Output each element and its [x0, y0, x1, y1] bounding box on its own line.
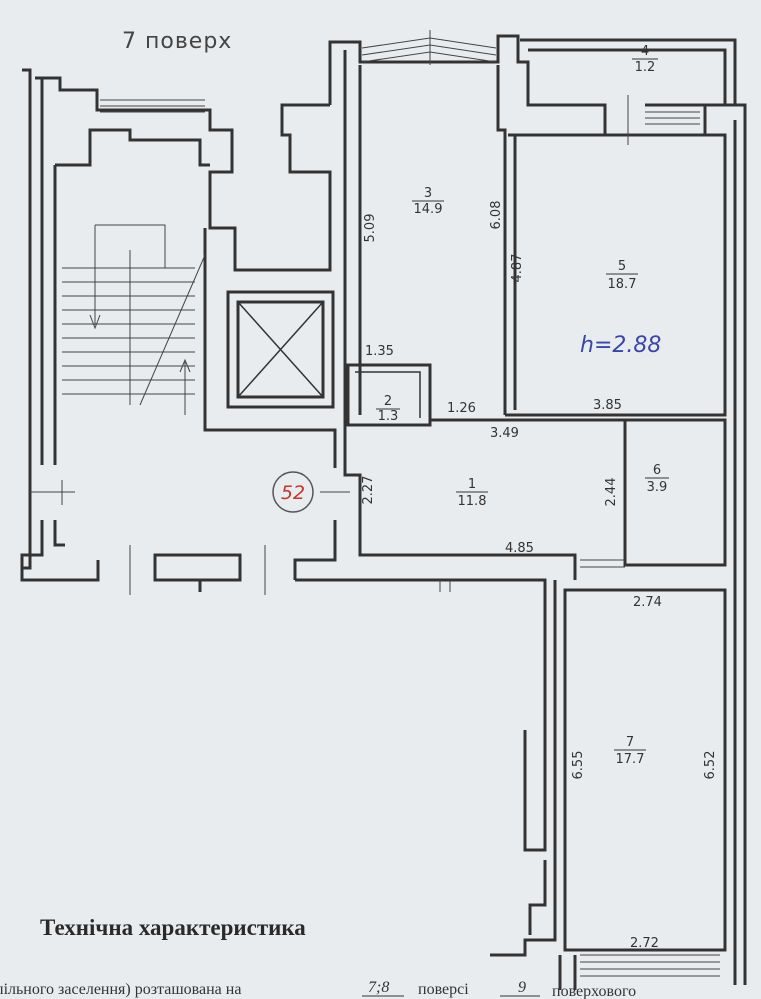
tech-characteristics-title: Технічна характеристика — [40, 915, 306, 940]
dim-room2-right: 1.26 — [447, 401, 476, 416]
footer-suffix: поверхового — [552, 983, 636, 999]
dim-room5-bottom: 3.85 — [593, 398, 622, 413]
ceiling-height-note: h=2.88 — [580, 333, 661, 358]
room-1-area: 11.8 — [458, 494, 487, 509]
room-4-area: 1.2 — [635, 60, 656, 75]
lift-outer — [226, 290, 335, 409]
dim-room7-top: 2.74 — [633, 595, 662, 610]
footer-line: пільного заселення) розташована на 7;8 п… — [0, 979, 636, 999]
dim-room7-bottom: 2.72 — [630, 936, 659, 951]
dim-room3-right: 6.08 — [489, 201, 504, 230]
room-7-area: 17.7 — [616, 752, 645, 767]
room6-walls — [623, 418, 727, 567]
room-6-label: 6 3.9 — [645, 463, 669, 495]
room-7-label: 7 17.7 — [614, 735, 646, 767]
dim-room6-left: 2.44 — [604, 478, 619, 507]
room-5-area: 18.7 — [608, 277, 637, 292]
room-6-number: 6 — [653, 463, 661, 478]
stair-treads — [62, 267, 195, 395]
dim-room7-left: 6.55 — [571, 751, 586, 780]
stair-arrow-up — [179, 358, 191, 415]
apartment-number: 52 — [281, 482, 305, 504]
axis-ticks-bottom — [129, 545, 451, 595]
dim-room5-left: 4.87 — [510, 254, 525, 283]
stair-break-line — [139, 254, 206, 406]
balcony-inner — [528, 48, 727, 105]
dim-room7-right: 6.52 — [703, 751, 718, 780]
footer-prefix: пільного заселення) розташована на — [0, 981, 241, 998]
dim-room1-bottom: 4.85 — [505, 541, 534, 556]
room-2-area: 1.3 — [378, 409, 399, 424]
stair-landing — [95, 224, 166, 405]
stair-window — [100, 99, 205, 113]
room-labels: 3 14.9 4 1.2 5 18.7 2 1.3 1 11.8 6 3.9 — [376, 44, 669, 767]
room-5-number: 5 — [618, 259, 626, 274]
room-4-label: 4 1.2 — [632, 44, 658, 75]
room7-window — [580, 954, 720, 977]
lift-shaft-left-wall — [203, 228, 337, 468]
room3-right-wall — [496, 65, 507, 415]
stair-bottom-left — [20, 520, 100, 582]
room2-walls — [346, 363, 432, 427]
right-outer-wall — [705, 103, 747, 985]
axis-tick-left — [30, 480, 75, 505]
room7-walls — [563, 588, 727, 952]
dimension-labels: 5.09 6.08 4.87 3.85 1.35 1.26 3.49 2.27 … — [361, 201, 718, 951]
room5-walls — [505, 133, 727, 417]
stair-arrow-down — [89, 225, 101, 330]
dim-room1-left: 2.27 — [361, 476, 376, 505]
room-6-area: 3.9 — [647, 480, 668, 495]
room5-window — [645, 111, 700, 125]
corridor-door — [580, 559, 625, 568]
footer-floors: 7;8 — [368, 979, 389, 996]
room-3-label: 3 14.9 — [412, 186, 444, 217]
stair-inner-top — [55, 128, 210, 167]
footer-middle: поверсі — [418, 981, 469, 998]
room3-top-wall — [328, 34, 620, 137]
lift-inner — [236, 300, 325, 399]
neighbour-wall-lower — [528, 860, 547, 935]
apartment-number-circle — [272, 471, 314, 513]
room-1-number: 1 — [468, 477, 476, 492]
fine-lines — [30, 30, 720, 977]
room-5-label: 5 18.7 — [606, 259, 638, 292]
stair-bottom-inner — [53, 520, 65, 547]
stair-outer-left-wall — [22, 68, 32, 570]
room1-bottom-wall — [343, 430, 577, 580]
dim-room1-top: 3.49 — [490, 426, 519, 441]
room2-inner — [355, 371, 421, 418]
stair-top-wall — [35, 76, 332, 272]
room-3-area: 14.9 — [414, 202, 443, 217]
room7-outer-left — [490, 580, 557, 957]
room-2-number: 2 — [384, 394, 392, 409]
room-2-label: 2 1.3 — [376, 394, 400, 424]
room7-window-sides — [558, 955, 577, 990]
stair-bottom-window — [153, 553, 242, 582]
room-3-number: 3 — [424, 186, 432, 201]
lift-cross — [237, 301, 324, 398]
neighbour-wall — [295, 578, 547, 852]
room-4-number: 4 — [641, 44, 649, 59]
dim-room2-top: 1.35 — [365, 344, 394, 359]
room-1-label: 1 11.8 — [456, 477, 488, 509]
footer-total: 9 — [518, 979, 526, 996]
dim-room3-left: 5.09 — [363, 214, 378, 243]
balcony-outer — [520, 38, 737, 105]
walls — [20, 34, 747, 990]
stair-bottom-right — [293, 520, 337, 580]
floor-title: 7 поверх — [122, 29, 232, 54]
room-7-number: 7 — [626, 735, 634, 750]
